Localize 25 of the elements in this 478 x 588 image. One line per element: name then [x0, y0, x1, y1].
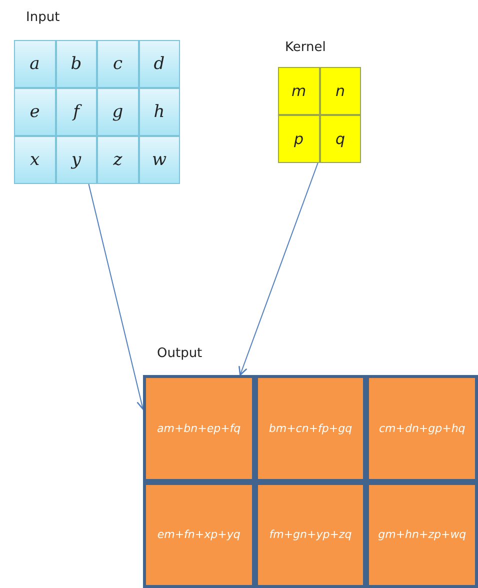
matrix-cell: w: [138, 136, 180, 184]
matrix-cell: b: [56, 40, 97, 88]
matrix-cell: a: [14, 40, 56, 88]
output-cell: am+bn+ep+fq: [143, 375, 255, 482]
matrix-cell: d: [138, 40, 180, 88]
matrix-cell: y: [56, 136, 97, 184]
output-heading: Output: [157, 346, 202, 361]
kernel-matrix: [278, 67, 361, 163]
matrix-cell: x: [14, 136, 56, 184]
matrix-cell: h: [138, 88, 180, 136]
matrix-cell: c: [97, 40, 138, 88]
matrix-cell: g: [97, 88, 138, 136]
kernel-heading: Kernel: [285, 40, 326, 55]
matrix-cell: p: [278, 115, 320, 163]
matrix-cell: n: [320, 67, 361, 115]
matrix-cell: z: [97, 136, 138, 184]
matrix-cell: e: [14, 88, 56, 136]
output-matrix: [143, 375, 478, 588]
input-matrix: [14, 40, 180, 184]
output-cell: cm+dn+gp+hq: [366, 375, 478, 482]
matrix-cell: m: [278, 67, 320, 115]
input-heading: Input: [26, 10, 60, 25]
matrix-cell: f: [56, 88, 97, 136]
arrow: [238, 162, 318, 376]
matrix-cell: q: [320, 115, 361, 163]
